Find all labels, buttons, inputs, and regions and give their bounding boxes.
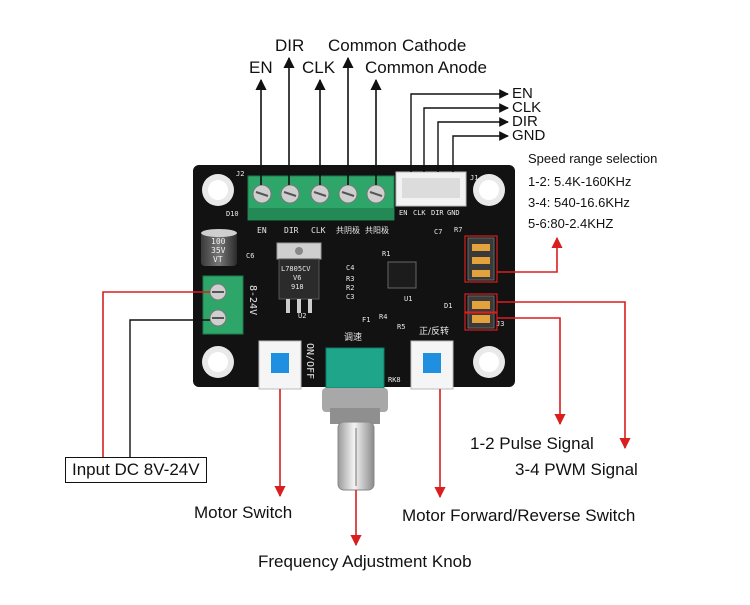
- silk-ref-r7: R7: [454, 226, 462, 234]
- silk-ref-c4: C4: [346, 264, 354, 272]
- silk-fwd-rev: 正/反转: [419, 325, 449, 337]
- label-motor-switch: Motor Switch: [194, 503, 293, 522]
- terminal-screw: [366, 184, 386, 204]
- terminal-screw: [280, 184, 300, 204]
- forward-reverse-switch[interactable]: [410, 340, 454, 390]
- silkscreen-text: EN DIR CLK 共阴极 共阳极 EN CLK DIR GND 8-24V …: [211, 170, 504, 384]
- speed-range-title: Speed range selection: [528, 151, 658, 166]
- silk-ref-u2: U2: [298, 312, 306, 320]
- silk-ref-j2: J2: [236, 170, 244, 178]
- label-knob: Frequency Adjustment Knob: [258, 552, 472, 571]
- mounting-hole-top-right: [473, 174, 505, 206]
- label-conn-dir: DIR: [512, 113, 538, 130]
- power-terminal: [202, 275, 244, 335]
- silk-reg-3: 918: [291, 283, 304, 291]
- silk-ref-r4: R4: [379, 313, 387, 321]
- silk-power-label: 8-24V: [247, 285, 258, 315]
- silk-ref-r2: R2: [346, 284, 354, 292]
- speed-jumpers: [467, 237, 495, 281]
- silk-conn-dir: DIR: [431, 209, 444, 217]
- label-common-1: Common: [328, 36, 397, 55]
- speed-range-1-2: 1-2: 5.4K-160KHz: [528, 174, 632, 189]
- silk-pin-clk: CLK: [311, 226, 326, 235]
- terminal-screw: [252, 184, 272, 204]
- connector-callouts: [410, 89, 509, 172]
- label-conn-gnd: GND: [512, 127, 546, 144]
- speed-range-5-6: 5-6:80-2.4KHZ: [528, 216, 614, 231]
- motor-switch[interactable]: [258, 340, 302, 390]
- terminal-block: [247, 175, 395, 221]
- silk-reg-1: L7805CV: [281, 265, 311, 273]
- silk-reg-2: V6: [293, 274, 301, 282]
- voltage-regulator: [276, 242, 322, 313]
- silk-cap-1: 100: [211, 237, 226, 246]
- silk-pin-cathode: 共阴极: [336, 225, 360, 235]
- silk-pin-dir: DIR: [284, 226, 299, 235]
- silk-conn-clk: CLK: [413, 209, 426, 217]
- silk-ref-j1: J1: [470, 174, 478, 182]
- label-cathode: Cathode: [402, 36, 467, 55]
- silk-ref-c6: C6: [246, 252, 254, 260]
- label-input-dc: Input DC 8V-24V: [65, 457, 207, 483]
- label-dir: DIR: [275, 36, 305, 55]
- label-forward-reverse: Motor Forward/Reverse Switch: [402, 506, 636, 525]
- control-ic: [387, 261, 417, 289]
- label-en: EN: [249, 58, 273, 77]
- label-pulse: 1-2 Pulse Signal: [470, 434, 594, 453]
- label-conn-clk: CLK: [512, 99, 542, 116]
- terminal-callouts: [255, 56, 382, 185]
- silk-pin-en: EN: [257, 226, 267, 235]
- silk-pin-anode: 共阳极: [365, 225, 389, 235]
- silk-ref-c3: C3: [346, 293, 354, 301]
- silk-cap-3: VT: [213, 255, 223, 264]
- silk-ref-d1: D1: [444, 302, 452, 310]
- label-conn-en: EN: [512, 85, 533, 102]
- silk-ref-c7: C7: [434, 228, 442, 236]
- silk-ref-j3: J3: [496, 320, 504, 328]
- label-pwm: 3-4 PWM Signal: [515, 460, 638, 479]
- terminal-screw: [310, 184, 330, 204]
- silk-conn-en: EN: [399, 209, 407, 217]
- silk-ref-rk8: RK8: [388, 376, 401, 384]
- label-clk: CLK: [302, 58, 336, 77]
- frequency-knob[interactable]: [322, 347, 388, 491]
- silk-ref-r1: R1: [382, 250, 390, 258]
- speed-range-3-4: 3-4: 540-16.6KHz: [528, 195, 630, 210]
- mounting-hole-bottom-right: [473, 346, 505, 378]
- terminal-screw: [338, 184, 358, 204]
- signal-connector: [395, 171, 467, 207]
- silk-on-off: ON/OFF: [304, 343, 315, 379]
- silk-speed: 调速: [344, 332, 362, 343]
- silk-ref-r5: R5: [397, 323, 405, 331]
- silk-ref-u1: U1: [404, 295, 412, 303]
- silk-ref-f1: F1: [362, 316, 370, 324]
- mounting-hole-top-left: [202, 174, 234, 206]
- red-callouts: [102, 235, 631, 547]
- silk-ref-d10: D10: [226, 210, 239, 218]
- mounting-hole-bottom-left: [202, 346, 234, 378]
- electrolytic-capacitor: [201, 229, 237, 266]
- label-common-anode: Common Anode: [365, 58, 487, 77]
- silk-conn-gnd: GND: [447, 209, 460, 217]
- silk-cap-2: 35V: [211, 246, 226, 255]
- silk-ref-r3: R3: [346, 275, 354, 283]
